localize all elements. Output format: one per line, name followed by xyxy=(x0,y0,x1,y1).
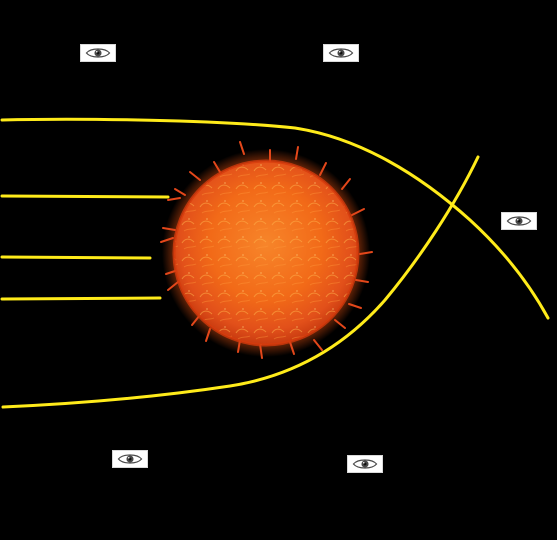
eye-icon xyxy=(352,459,378,469)
eye-icon xyxy=(506,216,532,226)
eye-top-left xyxy=(80,44,116,62)
eye-right xyxy=(501,212,537,230)
eye-bottom-right xyxy=(347,455,383,473)
straight-light-ray-3 xyxy=(0,296,162,301)
sun xyxy=(160,141,373,359)
eye-top-right xyxy=(323,44,359,62)
straight-light-ray-2 xyxy=(0,255,152,260)
eye-icon xyxy=(85,48,111,58)
eye-icon xyxy=(328,48,354,58)
upper-curved-light-path xyxy=(0,117,550,320)
eye-icon xyxy=(117,454,143,464)
light-paths xyxy=(0,117,550,409)
straight-light-ray-1 xyxy=(0,194,170,199)
lower-curved-light-path xyxy=(1,155,480,409)
eye-bottom-left xyxy=(112,450,148,468)
